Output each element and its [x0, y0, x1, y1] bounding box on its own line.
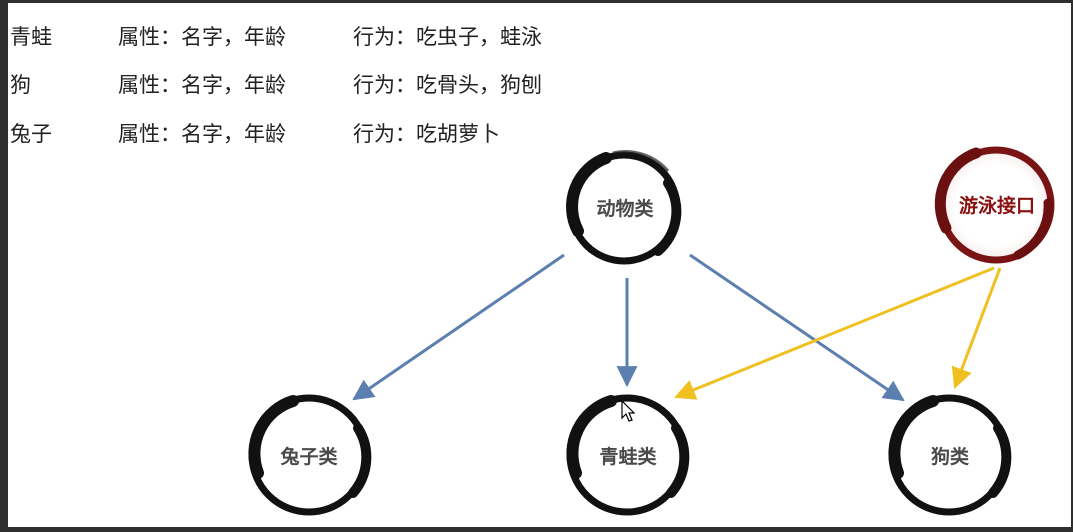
inherit-arrow-rabbit — [352, 253, 565, 401]
node-rabbit-class: 兔子类 — [248, 394, 372, 516]
animal-name: 青蛙 — [10, 25, 52, 49]
node-frog-class: 青蛙类 — [566, 394, 690, 516]
node-label: 动物类 — [596, 197, 653, 220]
class-diagram: 动物类 游泳接口 兔子类 青蛙类 — [248, 146, 1055, 516]
node-label: 游泳接口 — [959, 194, 1035, 217]
node-animal-class: 动物类 — [566, 150, 682, 265]
slide-canvas: 青蛙 属性：名字，年龄 行为：吃虫子，蛙泳 狗 属性：名字，年龄 行为：吃骨头，… — [8, 3, 1071, 527]
animal-behaviors: 行为：吃虫子，蛙泳 — [353, 25, 542, 49]
animal-attributes: 属性：名字，年龄 — [118, 122, 286, 146]
node-dog-class: 狗类 — [888, 394, 1012, 516]
animal-attributes: 属性：名字，年龄 — [118, 73, 286, 97]
node-label: 青蛙类 — [599, 445, 656, 468]
implement-arrow-dog — [951, 267, 1002, 389]
inherit-arrow-dog — [689, 253, 905, 402]
animal-name: 狗 — [10, 73, 31, 97]
node-label: 狗类 — [931, 445, 969, 468]
mouse-cursor-icon — [621, 399, 636, 422]
animal-attributes: 属性：名字，年龄 — [118, 25, 286, 49]
animal-behaviors: 行为：吃胡萝卜 — [353, 122, 500, 146]
node-label: 兔子类 — [279, 445, 337, 468]
animal-name: 兔子 — [10, 122, 52, 146]
node-swim-interface: 游泳接口 — [934, 146, 1055, 264]
animal-behaviors: 行为：吃骨头，狗刨 — [353, 73, 542, 97]
implement-arrow-frog — [674, 266, 995, 400]
